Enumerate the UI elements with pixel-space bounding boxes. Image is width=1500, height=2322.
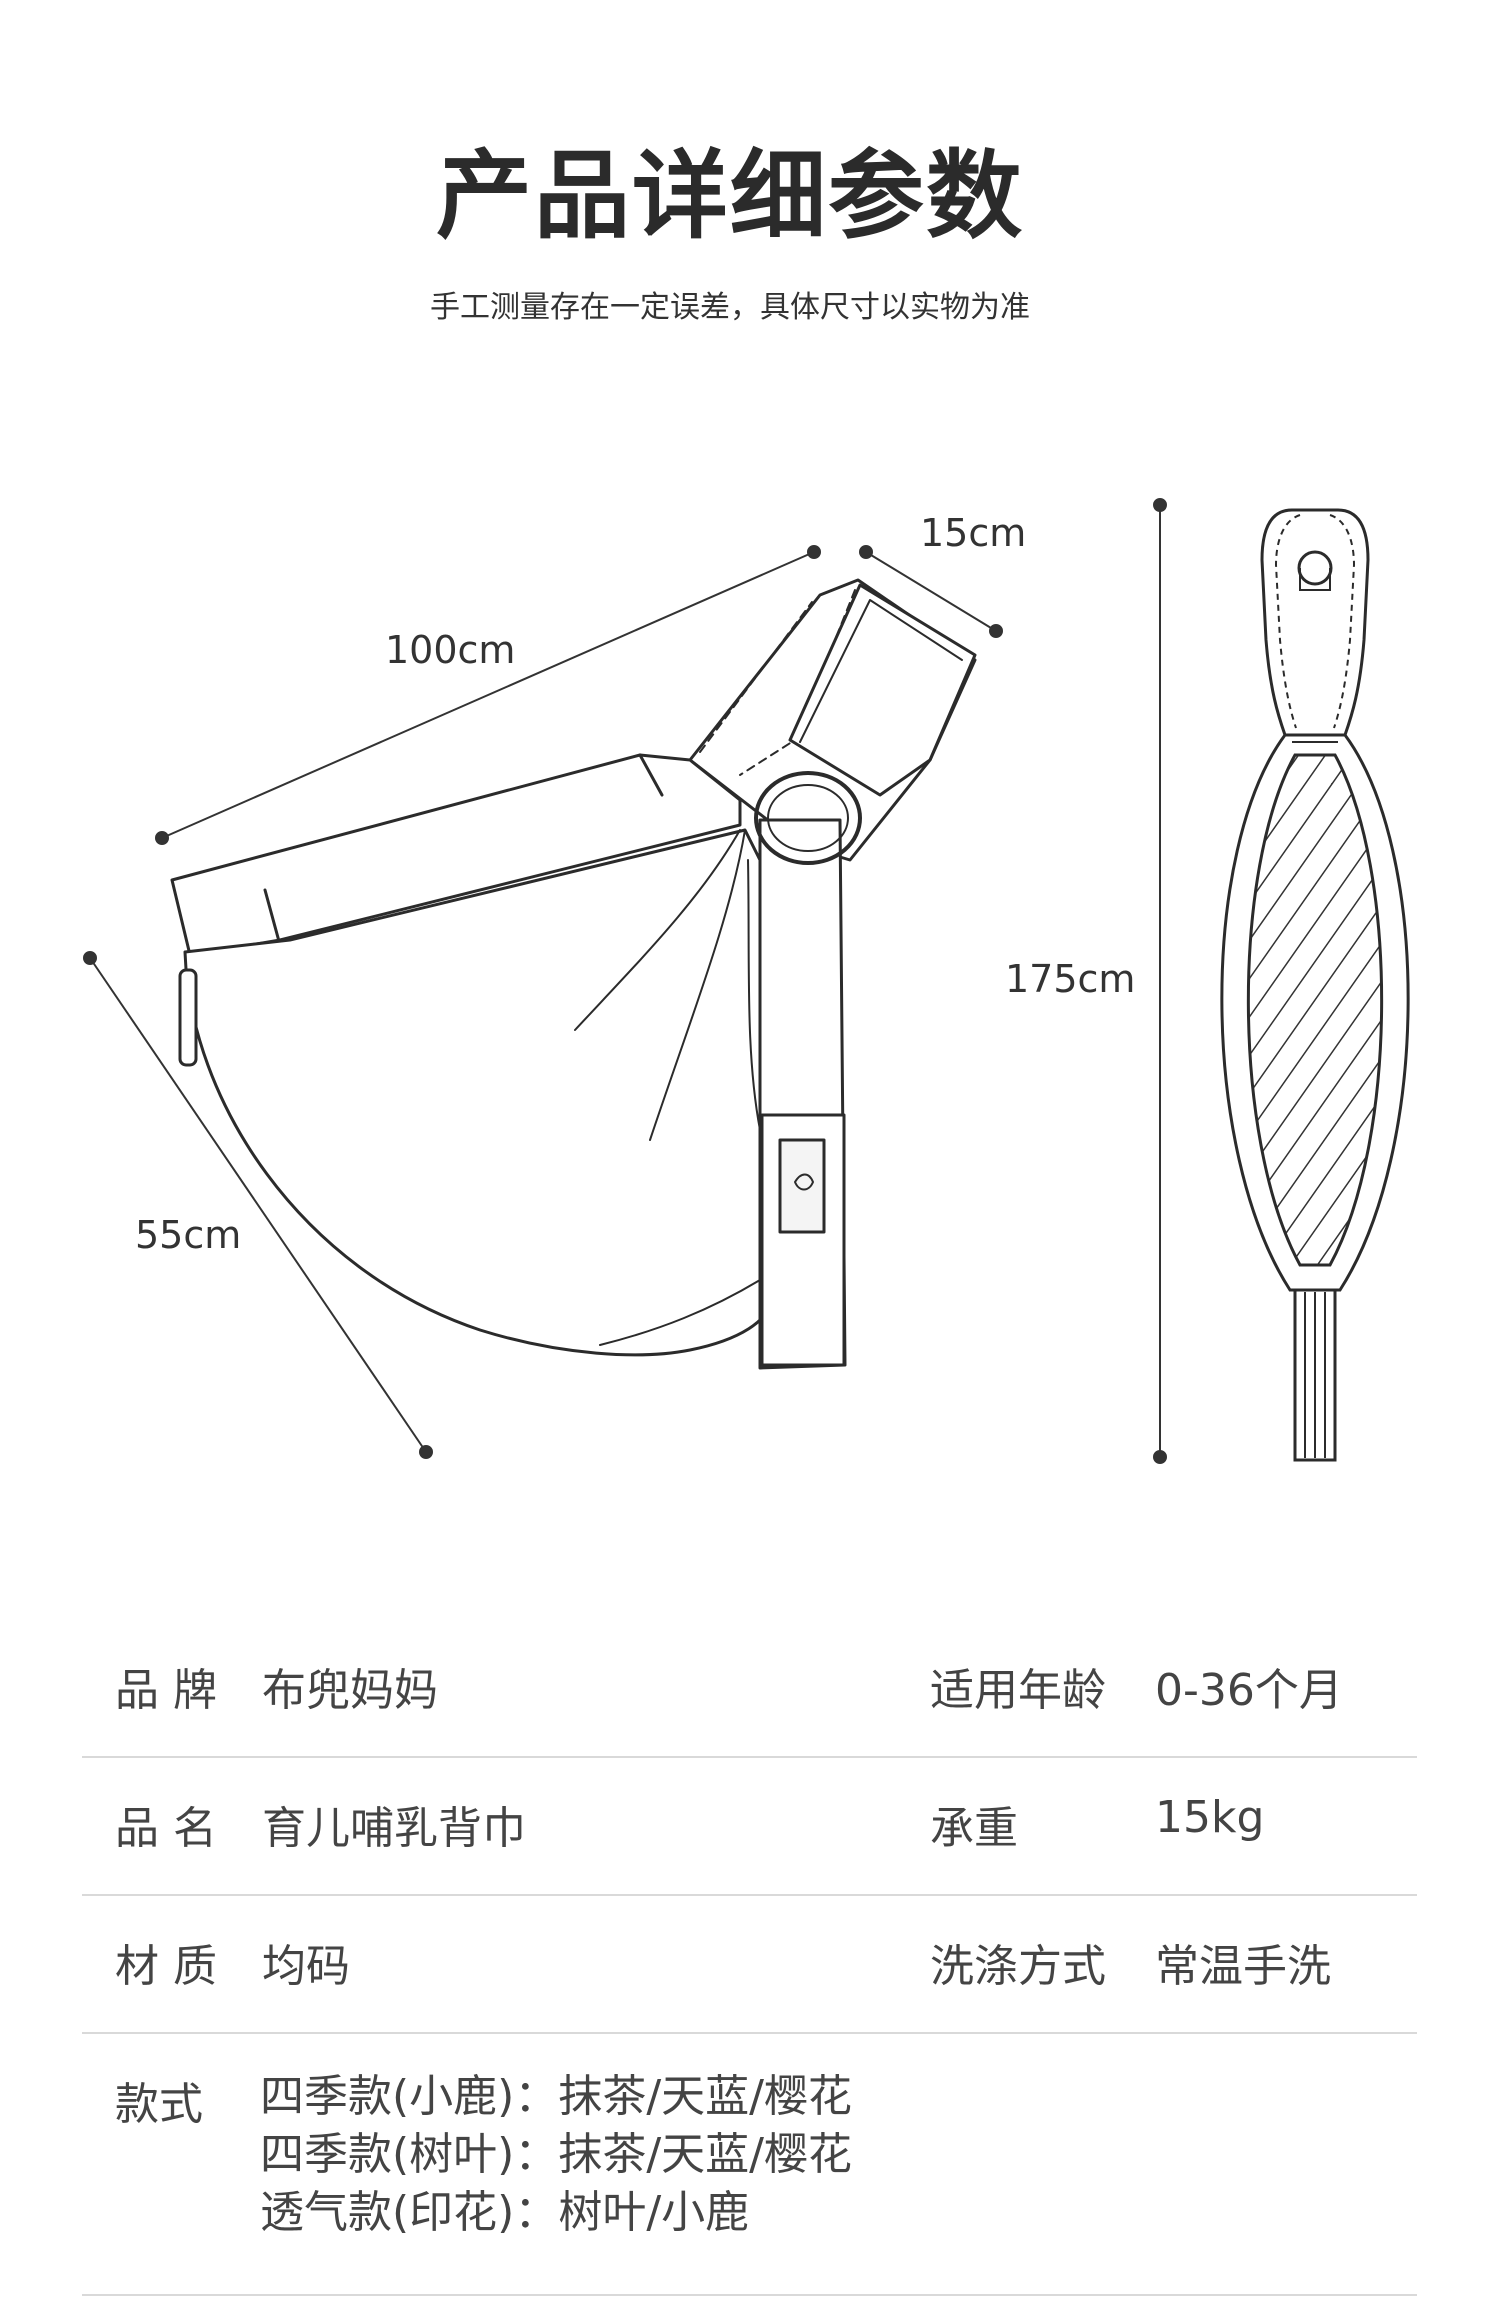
length-label: 100cm bbox=[385, 628, 515, 672]
styles-row: 款式 四季款(小鹿)：抹茶/天蓝/樱花 四季款(树叶)：抹茶/天蓝/樱花 透气款… bbox=[82, 2034, 1417, 2296]
spec-label: 材 质 bbox=[115, 1941, 217, 1992]
width-label: 15cm bbox=[920, 511, 1026, 555]
spec-value: 均码 bbox=[262, 1941, 350, 1992]
spec-row: 品 牌 布兜妈妈 适用年龄 0-36个月 bbox=[82, 1620, 1417, 1758]
style-item: 透气款(印花)：树叶/小鹿 bbox=[260, 2187, 750, 2238]
product-diagram: 100cm 15cm 55cm 175cm bbox=[83, 498, 1410, 1464]
spec-row: 材 质 均码 洗涤方式 常温手洗 bbox=[82, 1896, 1417, 2034]
spec-label: 品 名 bbox=[115, 1803, 217, 1854]
style-item: 四季款(树叶)：抹茶/天蓝/樱花 bbox=[260, 2129, 852, 2180]
spec-value: 0-36个月 bbox=[1155, 1665, 1343, 1716]
page-subtitle: 手工测量存在一定误差，具体尺寸以实物为准 bbox=[430, 290, 1030, 325]
spec-value: 布兜妈妈 bbox=[262, 1665, 438, 1716]
total-length-label: 175cm bbox=[1005, 957, 1135, 1001]
sling-illustration bbox=[170, 578, 977, 1370]
spec-label: 承重 bbox=[930, 1803, 1018, 1854]
styles-label: 款式 bbox=[115, 2079, 203, 2130]
spec-table: 品 牌 布兜妈妈 适用年龄 0-36个月 品 名 育儿哺乳背巾 承重 15kg … bbox=[82, 1620, 1417, 2296]
spec-label: 洗涤方式 bbox=[930, 1941, 1106, 1992]
dimension-lines bbox=[83, 498, 1167, 1464]
depth-label: 55cm bbox=[135, 1213, 241, 1257]
spec-value: 育儿哺乳背巾 bbox=[262, 1803, 526, 1854]
spec-row: 品 名 育儿哺乳背巾 承重 15kg bbox=[82, 1758, 1417, 1896]
spec-value: 15kg bbox=[1155, 1792, 1265, 1843]
sling-side-view bbox=[1220, 508, 1410, 1462]
spec-value: 常温手洗 bbox=[1155, 1941, 1331, 1992]
spec-label: 品 牌 bbox=[115, 1665, 217, 1716]
page-title: 产品详细参数 bbox=[436, 140, 1024, 252]
spec-label: 适用年龄 bbox=[930, 1665, 1106, 1716]
style-item: 四季款(小鹿)：抹茶/天蓝/樱花 bbox=[260, 2071, 852, 2122]
styles-list: 四季款(小鹿)：抹茶/天蓝/樱花 四季款(树叶)：抹茶/天蓝/樱花 透气款(印花… bbox=[260, 2068, 852, 2242]
